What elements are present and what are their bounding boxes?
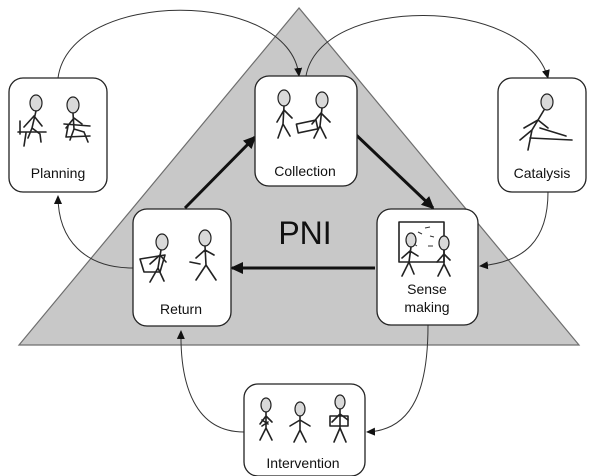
node-sense-making-label-line1: Sense	[407, 281, 447, 297]
figures-at-board-icon	[398, 221, 451, 277]
node-sense-making: Sense making	[376, 208, 479, 326]
arrow-sense-making-to-intervention	[366, 324, 429, 436]
arrow-return-to-collection	[183, 135, 257, 210]
two-figures-at-tables-icon	[17, 94, 91, 147]
node-return: Return	[132, 208, 232, 327]
arrow-planning-to-collection	[57, 9, 303, 79]
pni-label: PNI	[278, 215, 331, 251]
node-planning: Planning	[8, 77, 108, 193]
arrow-collection-to-catalysis	[305, 15, 550, 79]
arrow-collection-to-sense-making	[350, 129, 435, 210]
arrow-return-to-planning	[54, 195, 134, 269]
node-catalysis-label: Catalysis	[514, 165, 571, 181]
two-figures-exchanging-icon	[276, 89, 331, 139]
figure-at-lectern-icon	[519, 93, 573, 151]
node-collection: Collection	[254, 75, 358, 187]
node-return-label: Return	[160, 301, 202, 317]
arrow-catalysis-to-sense-making	[479, 191, 549, 270]
node-intervention-label: Intervention	[266, 455, 339, 471]
three-figures-icon	[259, 394, 349, 443]
node-catalysis: Catalysis	[497, 77, 587, 193]
two-figures-returning-icon	[139, 229, 217, 283]
node-intervention: Intervention	[243, 383, 366, 476]
arrow-intervention-to-return	[176, 330, 245, 433]
node-sense-making-label-line2: making	[404, 299, 449, 315]
node-collection-label: Collection	[274, 163, 335, 179]
node-planning-label: Planning	[31, 165, 86, 181]
